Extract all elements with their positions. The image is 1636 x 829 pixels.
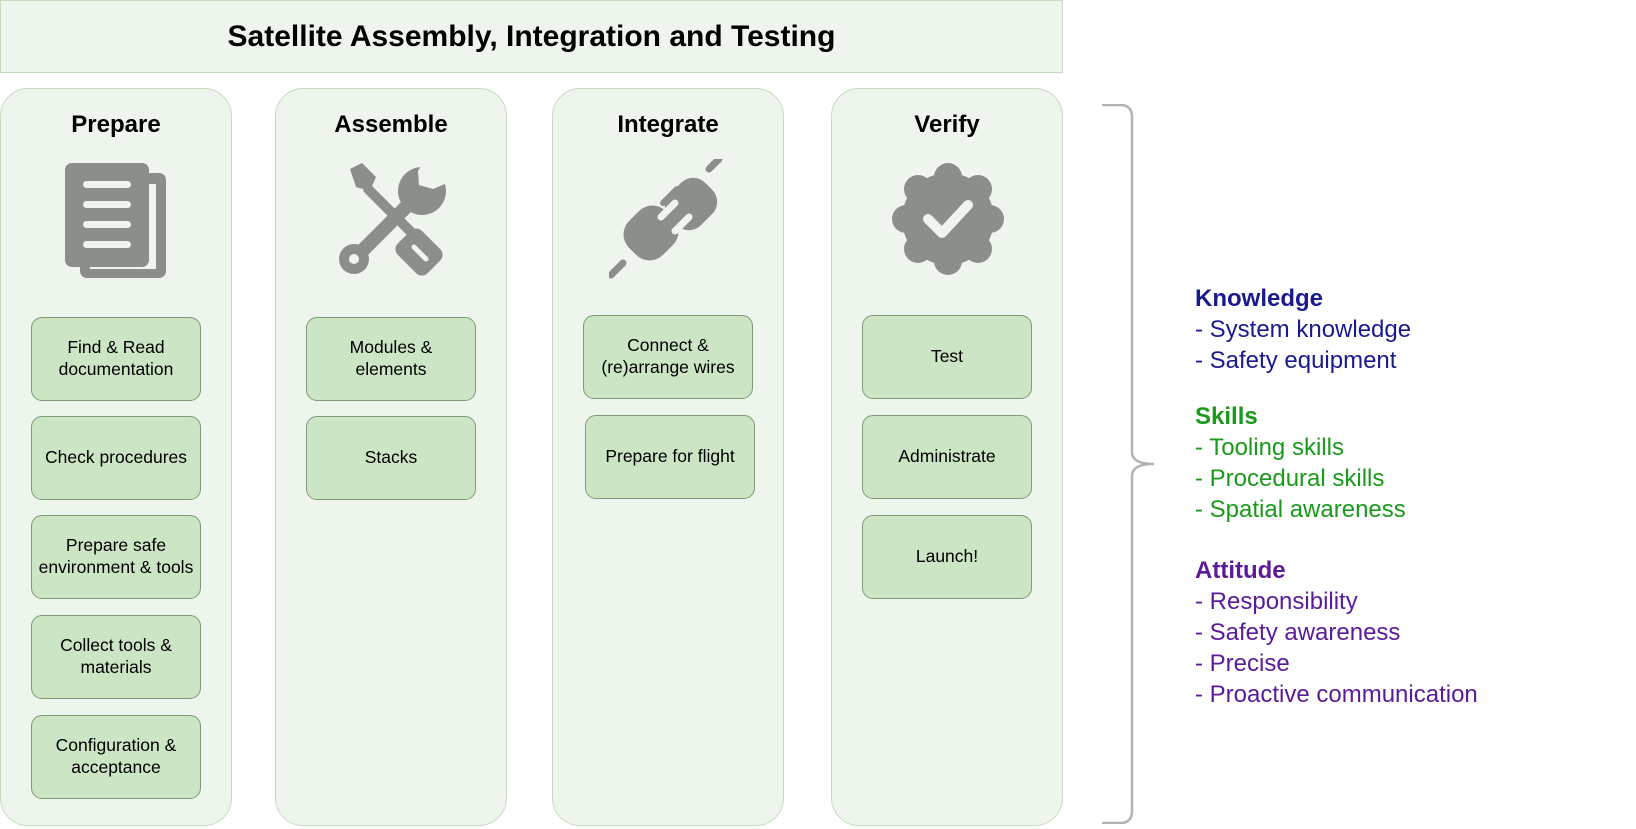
task-connect-wires: Connect & (re)arrange wires [583, 315, 753, 399]
task-check-procedures: Check procedures [31, 416, 201, 500]
curly-brace [1100, 103, 1160, 825]
attitude-heading: Attitude [1195, 557, 1286, 584]
task-administrate: Administrate [862, 415, 1032, 499]
attitude-item: - Proactive communication [1195, 681, 1478, 708]
phase-title: Assemble [334, 111, 448, 138]
documents-icon [57, 159, 177, 279]
phase-assemble: Assemble Modules & elements Stacks [275, 88, 507, 826]
phase-title: Verify [914, 111, 980, 138]
competence-knowledge: Knowledge - System knowledge - Safety eq… [1195, 283, 1411, 376]
knowledge-heading: Knowledge [1195, 285, 1324, 312]
task-test: Test [862, 315, 1032, 399]
knowledge-item: - System knowledge [1195, 316, 1412, 343]
competence-attitude: Attitude - Responsibility - Safety aware… [1195, 555, 1478, 710]
competence-skills: Skills - Tooling skills - Procedural ski… [1195, 401, 1406, 525]
attitude-item: - Safety awareness [1195, 619, 1401, 646]
phase-verify: Verify Test Administrate Launch! [831, 88, 1063, 826]
task-find-read-documentation: Find & Read documentation [31, 317, 201, 401]
skills-item: - Procedural skills [1195, 465, 1385, 492]
knowledge-item: - Safety equipment [1195, 347, 1397, 374]
attitude-item: - Precise [1195, 650, 1290, 677]
task-collect-tools: Collect tools & materials [31, 615, 201, 699]
skills-item: - Tooling skills [1195, 434, 1344, 461]
phase-integrate: Integrate Connect & (re)arrange wires Pr… [552, 88, 784, 826]
task-modules-elements: Modules & elements [306, 317, 476, 401]
task-stacks: Stacks [306, 416, 476, 500]
task-prepare-safe-environment: Prepare safe environment & tools [31, 515, 201, 599]
task-prepare-for-flight: Prepare for flight [585, 415, 755, 499]
phase-prepare: Prepare Find & Read documentation Check … [0, 88, 232, 826]
skills-heading: Skills [1195, 403, 1258, 430]
tools-icon [332, 159, 452, 279]
plug-icon [609, 159, 729, 279]
task-launch: Launch! [862, 515, 1032, 599]
verified-badge-icon [888, 159, 1008, 279]
task-configuration-acceptance: Configuration & acceptance [31, 715, 201, 799]
skills-item: - Spatial awareness [1195, 496, 1406, 523]
attitude-item: - Responsibility [1195, 588, 1358, 615]
phase-title: Prepare [71, 111, 161, 138]
phase-title: Integrate [617, 111, 719, 138]
diagram-title: Satellite Assembly, Integration and Test… [0, 0, 1063, 73]
